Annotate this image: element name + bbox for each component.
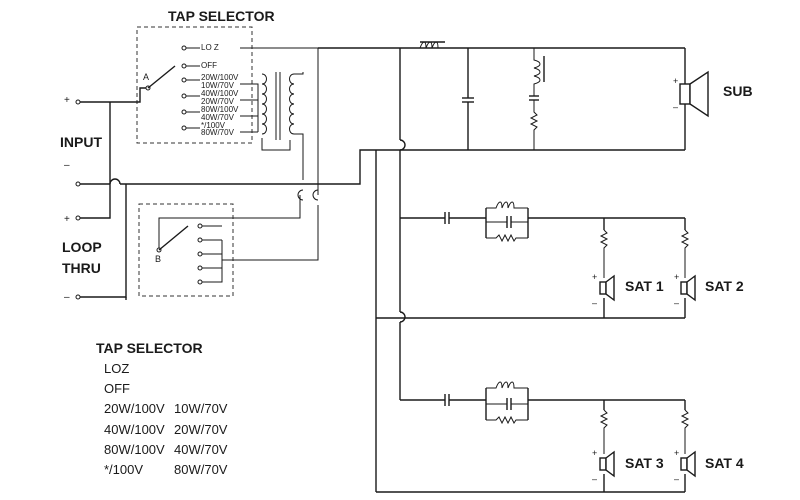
sat1-speaker-icon: + – [592, 272, 615, 308]
table-title: TAP SELECTOR [96, 340, 203, 356]
tap-off: OFF [201, 61, 217, 70]
table-row-1-col-1: LOZ [104, 361, 129, 376]
input-wiring [75, 87, 410, 300]
tap-10w-70v: 10W/70V [201, 81, 235, 90]
tap-star-100v: */100V [201, 121, 226, 130]
sub-speaker-icon: + – [673, 70, 709, 118]
loop-plus: + [64, 214, 70, 225]
input-plus: + [64, 95, 70, 106]
thru-label: THRU [62, 260, 101, 276]
sat1-label: SAT 1 [625, 278, 664, 294]
svg-text:+: + [674, 448, 679, 458]
sat2-label: SAT 2 [705, 278, 744, 294]
table-row-3-col-2: 10W/70V [174, 401, 228, 416]
tap-lo-z: LO Z [201, 43, 219, 52]
switch-b-label: B [155, 254, 161, 264]
svg-text:+: + [674, 272, 679, 282]
table-row-5-col-1: 80W/100V [104, 442, 165, 457]
tap-80w-100v: 80W/100V [201, 105, 239, 114]
sat12-network [400, 201, 690, 318]
svg-text:+: + [673, 76, 678, 86]
switch-a-label: A [143, 72, 149, 82]
tap-selector-a-box [136, 26, 253, 144]
tap-20w-100v: 20W/100V [201, 73, 239, 82]
input-label: INPUT [60, 134, 102, 150]
input-minus: – [64, 160, 70, 171]
table-row-4-col-2: 20W/70V [174, 422, 228, 437]
tap-20w-70v: 20W/70V [201, 97, 235, 106]
svg-text:–: – [674, 298, 679, 308]
switch-a: A [143, 65, 176, 91]
svg-text:–: – [592, 474, 597, 484]
tap-40w-100v: 40W/100V [201, 89, 239, 98]
sat34-network [400, 381, 690, 492]
tap-selector-title: TAP SELECTOR [168, 8, 275, 24]
tap-contacts-a [181, 45, 187, 131]
table-row-2-col-1: OFF [104, 381, 130, 396]
sat2-speaker-icon: + – [674, 272, 696, 308]
sat4-label: SAT 4 [705, 455, 744, 471]
sat4-speaker-icon: + – [674, 448, 696, 484]
loop-minus: – [64, 292, 70, 303]
tap-40w-70v: 40W/70V [201, 113, 235, 122]
table-row-3-col-1: 20W/100V [104, 401, 165, 416]
sub-crossover [419, 41, 686, 150]
sat3-label: SAT 3 [625, 455, 664, 471]
svg-text:–: – [592, 298, 597, 308]
loop-label: LOOP [62, 239, 102, 255]
svg-text:+: + [592, 272, 597, 282]
sat3-speaker-icon: + – [592, 448, 615, 484]
table-row-6-col-1: */100V [104, 462, 143, 477]
svg-text:+: + [592, 448, 597, 458]
transformer [261, 72, 304, 180]
table-row-6-col-2: 80W/70V [174, 462, 228, 477]
sub-label: SUB [723, 83, 753, 99]
table-row-5-col-2: 40W/70V [174, 442, 228, 457]
switch-b: B [155, 189, 319, 285]
tap-selector-b-box [138, 203, 234, 297]
tap-80w-70v: 80W/70V [201, 128, 235, 137]
table-row-4-col-1: 40W/100V [104, 422, 165, 437]
main-bus [318, 47, 685, 493]
svg-text:–: – [673, 102, 678, 112]
svg-text:–: – [674, 474, 679, 484]
